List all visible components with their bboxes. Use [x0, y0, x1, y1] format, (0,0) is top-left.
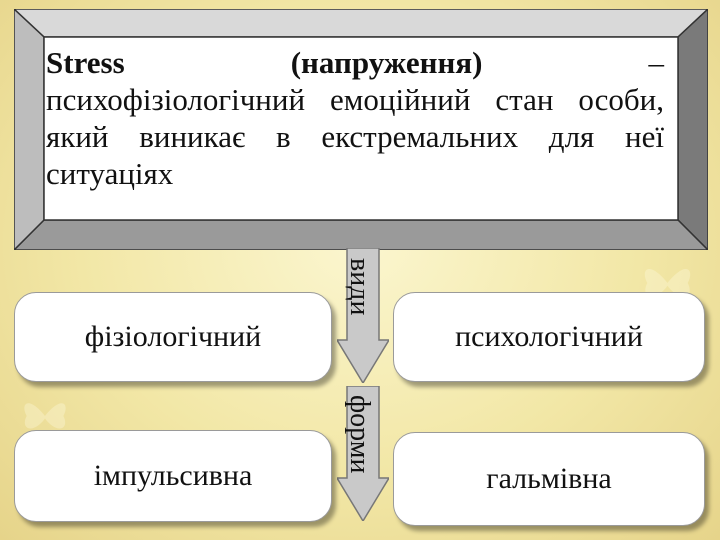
- definition-heading-line: Stress (напруження) –: [46, 44, 664, 81]
- definition-text: Stress (напруження) – психофізіологічний…: [46, 44, 664, 192]
- forms-arrow: [337, 386, 389, 521]
- definition-frame: [14, 9, 708, 250]
- types-arrow: [337, 248, 389, 383]
- type-psychological-label: психологічний: [455, 320, 643, 353]
- term-dash: –: [648, 45, 665, 80]
- form-impulsive-label: імпульсивна: [93, 459, 253, 492]
- butterfly-decoration-icon: [644, 269, 691, 297]
- type-physiological-box: фізіологічний: [14, 292, 332, 382]
- definition-body: психофізіологічний емоційний стан особи,…: [46, 82, 664, 191]
- forms-label: форми: [344, 395, 375, 474]
- form-inhibitory-box: гальмівна: [393, 432, 705, 526]
- term-translation: (напруження): [290, 45, 483, 80]
- form-inhibitory-label: гальмівна: [486, 462, 612, 495]
- form-impulsive-box: імпульсивна: [14, 430, 332, 522]
- butterfly-decoration-icon: [24, 403, 66, 429]
- type-psychological-box: психологічний: [393, 292, 705, 382]
- term: Stress: [46, 45, 125, 80]
- type-physiological-label: фізіологічний: [84, 320, 262, 353]
- types-label: види: [344, 258, 375, 316]
